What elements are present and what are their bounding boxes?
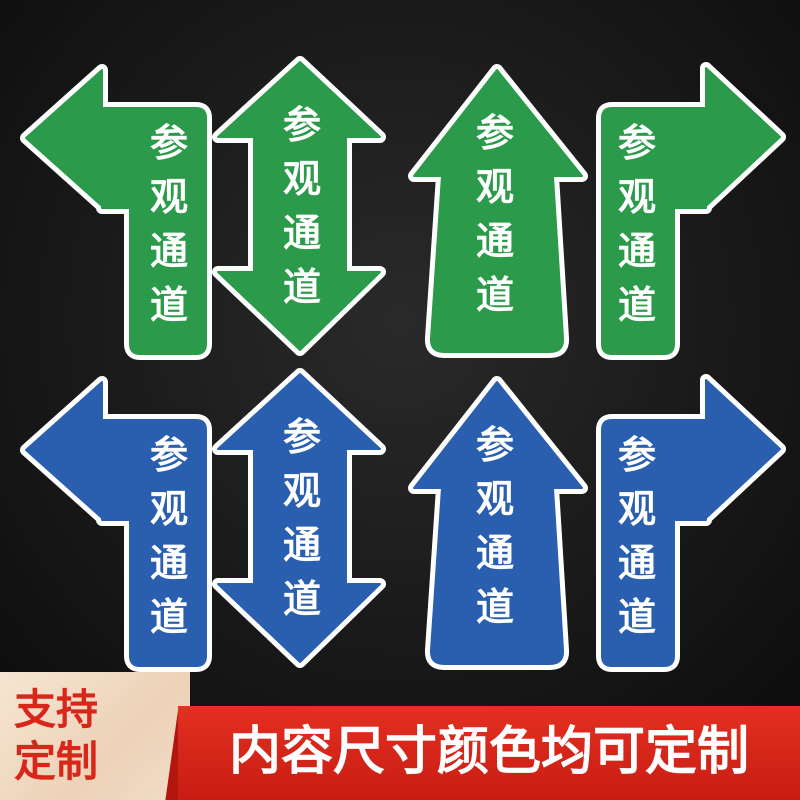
sign-blue-left-left-arrow-icon	[25, 381, 207, 667]
custom-badge: 支持 定制	[14, 684, 174, 788]
sign-blue-right-label: 参观通道	[618, 428, 656, 644]
sign-char: 参	[150, 433, 189, 477]
sign-blue-left-label: 参观通道	[150, 428, 188, 644]
sign-green-right-label: 参观通道	[618, 116, 656, 332]
sign-char: 参	[618, 121, 657, 165]
custom-badge-background	[0, 672, 190, 800]
sign-green-up-up-arrow-icon	[413, 69, 583, 353]
sign-char: 道	[283, 577, 322, 621]
sign-char: 观	[150, 487, 189, 531]
sign-char: 道	[476, 585, 515, 629]
sign-char: 观	[283, 469, 322, 513]
sign-char: 参	[283, 103, 322, 147]
sign-green-right	[596, 62, 786, 360]
sign-char: 观	[618, 487, 657, 531]
sign-green-double-up-down-arrow-icon	[217, 61, 381, 351]
sign-blue-right-right-arrow-icon	[601, 379, 781, 667]
sign-char: 通	[283, 211, 322, 255]
sign-blue-double-label: 参观通道	[283, 410, 321, 626]
sign-char: 通	[476, 219, 515, 263]
sign-char: 通	[618, 229, 657, 273]
sign-char: 通	[283, 523, 322, 567]
sign-char: 道	[283, 265, 322, 309]
sign-char: 道	[618, 283, 657, 327]
sign-green-up-label: 参观通道	[476, 106, 514, 322]
sign-blue-up-label: 参观通道	[476, 418, 514, 634]
sign-blue-double-up-down-arrow-icon	[217, 373, 381, 663]
sign-char: 道	[618, 595, 657, 639]
sign-char: 参	[618, 433, 657, 477]
sign-char: 观	[476, 165, 515, 209]
badge-line-1: 支持	[14, 685, 99, 734]
banner-text: 内容尺寸颜色均可定制	[228, 722, 749, 782]
sign-blue-left	[20, 376, 212, 672]
sign-char: 通	[150, 229, 189, 273]
sign-char: 道	[476, 273, 515, 317]
sign-char: 观	[476, 477, 515, 521]
sign-char: 通	[150, 541, 189, 585]
sign-char: 参	[283, 415, 322, 459]
sign-green-double	[212, 56, 386, 356]
sign-blue-right	[596, 374, 786, 672]
sign-blue-up	[408, 376, 588, 670]
sign-green-right-right-arrow-icon	[601, 67, 781, 355]
sign-char: 道	[150, 283, 189, 327]
sign-char: 观	[150, 175, 189, 219]
sign-char: 参	[150, 121, 189, 165]
sign-char: 通	[618, 541, 657, 585]
sign-green-double-label: 参观通道	[283, 98, 321, 314]
badge-line-2: 定制	[14, 737, 99, 786]
sign-green-left-label: 参观通道	[150, 116, 188, 332]
sign-green-left	[20, 64, 212, 360]
sign-green-up	[408, 64, 588, 358]
sign-green-left-left-arrow-icon	[25, 69, 207, 355]
sign-blue-up-up-arrow-icon	[413, 381, 583, 665]
sign-char: 观	[618, 175, 657, 219]
customization-banner	[178, 706, 800, 800]
sign-char: 参	[476, 423, 515, 467]
sign-char: 参	[476, 111, 515, 155]
sign-blue-double	[212, 368, 386, 668]
sign-char: 道	[150, 595, 189, 639]
sign-char: 通	[476, 531, 515, 575]
sign-char: 观	[283, 157, 322, 201]
